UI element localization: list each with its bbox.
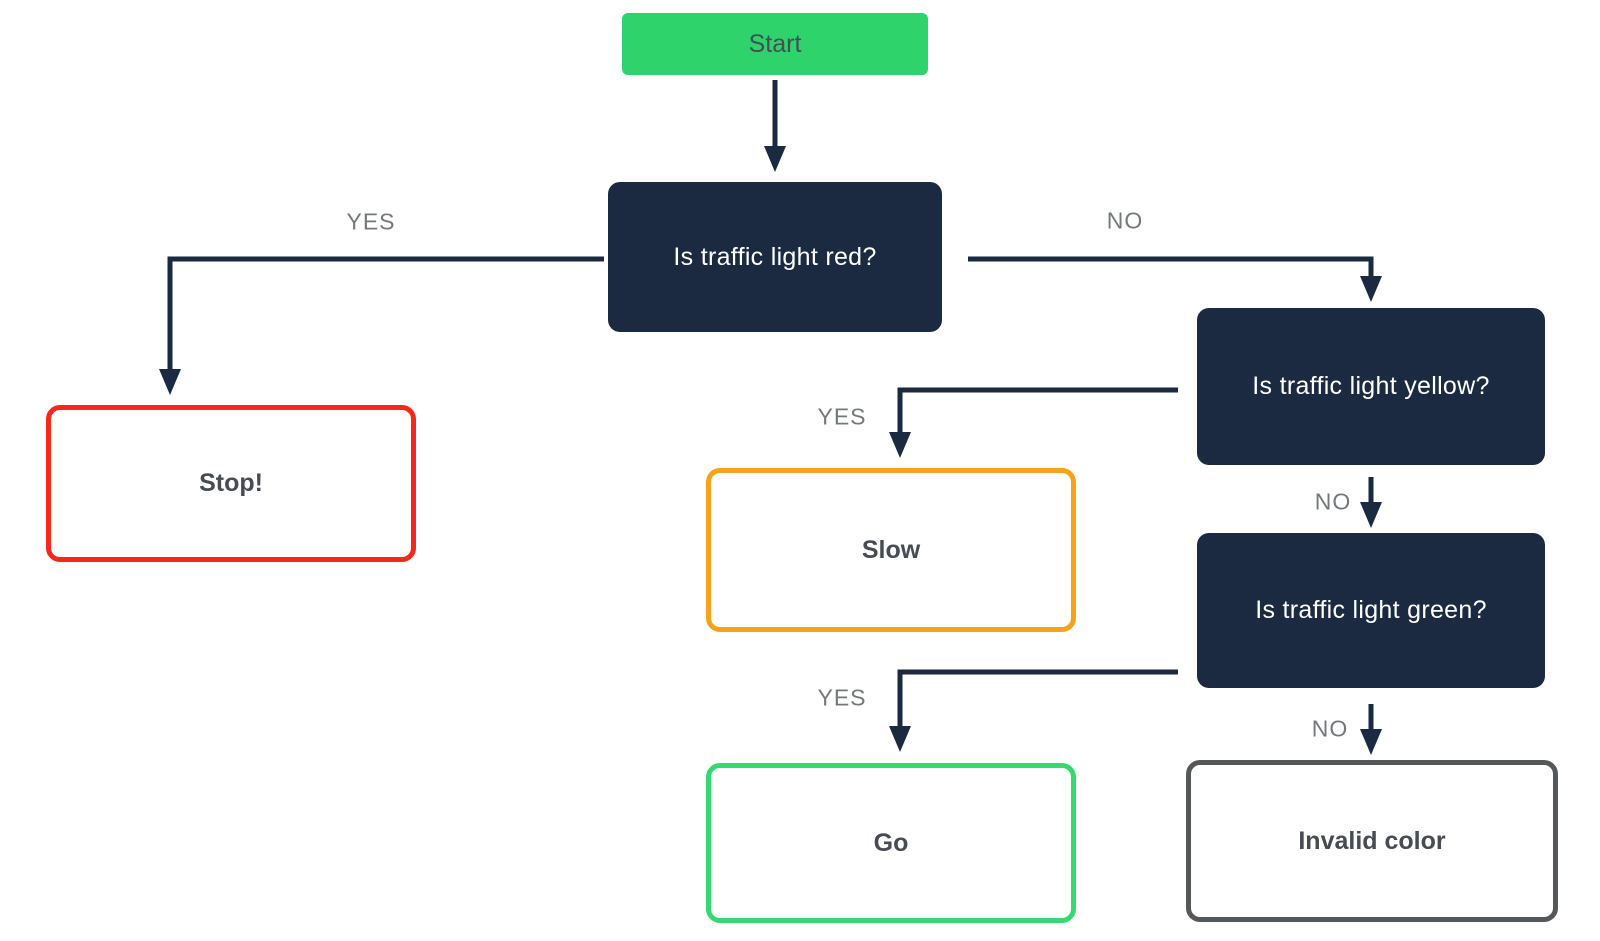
edge-label-green-no: NO (1311, 715, 1349, 742)
edge-label-yellow-no: NO (1314, 488, 1352, 515)
node-start-label: Start (748, 29, 802, 58)
node-go: Go (706, 763, 1076, 923)
node-stop: Stop! (46, 405, 416, 562)
edge-yellow-no-to-green-arrowhead (1360, 502, 1382, 528)
edge-red-yes-to-stop-arrowhead (159, 369, 181, 395)
node-question-green: Is traffic light green? (1197, 533, 1545, 688)
edge-red-no-to-yellow-arrowhead (1360, 276, 1382, 302)
node-start: Start (622, 13, 928, 75)
node-question-green-label: Is traffic light green? (1255, 596, 1487, 624)
node-question-yellow: Is traffic light yellow? (1197, 308, 1545, 465)
edge-label-red-no: NO (1106, 207, 1144, 234)
node-invalid: Invalid color (1186, 760, 1558, 922)
edge-yellow-yes-to-slow-arrowhead (889, 432, 911, 458)
edge-red-no-to-yellow-line (968, 256, 1374, 276)
node-question-yellow-label: Is traffic light yellow? (1252, 372, 1490, 400)
node-question-red-label: Is traffic light red? (673, 242, 877, 271)
edge-green-yes-to-go-line (897, 669, 1178, 726)
node-stop-label: Stop! (199, 469, 263, 497)
edge-label-green-yes: YES (817, 684, 867, 711)
edge-yellow-yes-to-slow-line (897, 387, 1178, 432)
node-slow: Slow (706, 468, 1076, 632)
edge-label-yellow-yes: YES (817, 403, 867, 430)
node-question-red: Is traffic light red? (608, 182, 942, 332)
node-invalid-label: Invalid color (1298, 826, 1446, 855)
edge-green-yes-to-go-arrowhead (889, 726, 911, 752)
node-slow-label: Slow (861, 535, 921, 564)
edge-green-no-to-invalid-arrowhead (1360, 729, 1382, 755)
edge-start-to-red-arrowhead (764, 146, 786, 172)
edge-red-yes-to-stop-line (167, 256, 604, 369)
node-go-label: Go (873, 828, 909, 857)
edge-label-red-yes: YES (346, 208, 396, 235)
